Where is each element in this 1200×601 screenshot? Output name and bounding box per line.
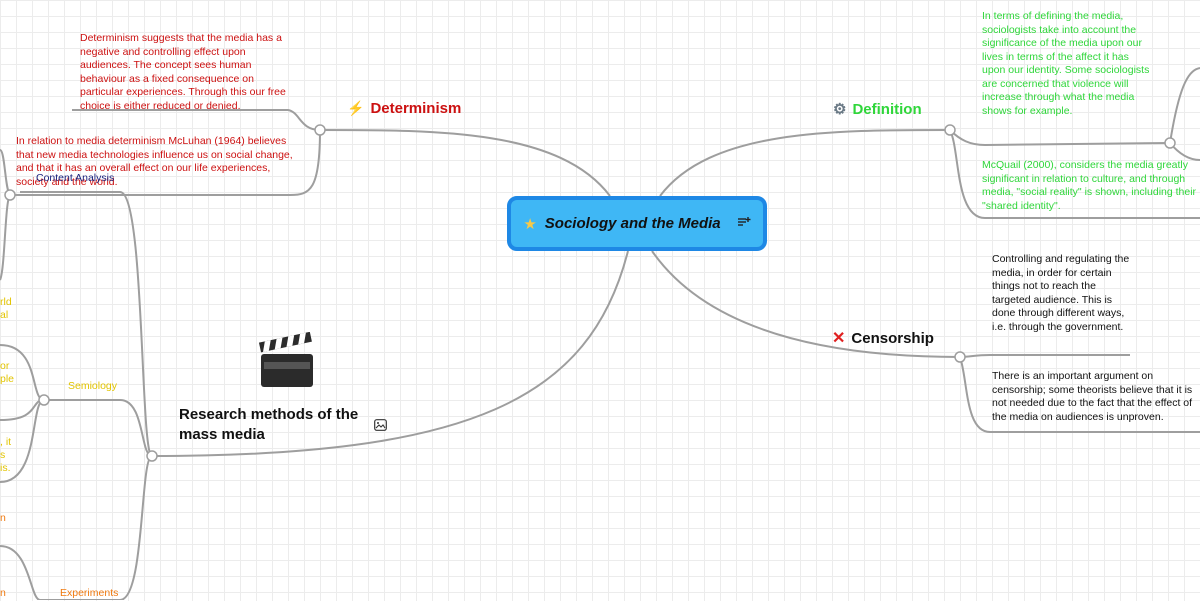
subtopic-experiments[interactable]: Experiments (60, 587, 119, 599)
cross-icon: ✕ (832, 330, 846, 347)
link-research (151, 250, 629, 457)
link-censorship (651, 250, 961, 358)
topic-research-methods[interactable]: Research methods of the mass media (179, 406, 359, 443)
censorship-note-2[interactable]: There is an important argument on censor… (992, 370, 1193, 423)
connector-dot (1164, 137, 1176, 149)
censorship-note-1[interactable]: Controlling and regulating the media, in… (992, 253, 1130, 333)
definition-note-1[interactable]: In terms of defining the media, sociolog… (982, 10, 1150, 117)
gear-icon: ⚙ (833, 101, 847, 118)
subtopic-semiology[interactable]: Semiology (68, 380, 118, 392)
image-icon[interactable] (374, 418, 387, 436)
topic-determinism[interactable]: ⚡ Determinism (347, 100, 461, 117)
central-title: Sociology and the Media (544, 215, 721, 232)
determinism-note-2[interactable]: In relation to media determinism McLuhan… (16, 135, 293, 188)
censorship-title: Censorship (851, 329, 934, 347)
definition-title: Definition (852, 100, 922, 118)
connector-dot (314, 124, 326, 136)
lightning-icon: ⚡ (347, 100, 365, 116)
topic-definition[interactable]: ⚙ Definition (833, 100, 922, 119)
fragment-text: n (0, 512, 6, 524)
connector-dot (4, 189, 16, 201)
link-determinism (319, 129, 611, 197)
fragment-text: , it (0, 436, 12, 448)
connector-dot (146, 450, 158, 462)
definition-note-2[interactable]: McQuail (2000), considers the media grea… (982, 159, 1197, 212)
connector-dot (954, 351, 966, 363)
notes-icon[interactable] (737, 215, 751, 233)
connector-dot (944, 124, 956, 136)
star-icon: ★ (523, 215, 537, 233)
topic-censorship[interactable]: ✕ Censorship (832, 328, 934, 348)
subtopic-content-analysis[interactable]: Content Analysis (36, 172, 115, 184)
determinism-title: Determinism (370, 100, 462, 117)
link-definition (659, 129, 951, 197)
clapperboard-icon (258, 331, 316, 390)
fragment-text: n (0, 587, 6, 599)
fragment-text: s (0, 449, 6, 461)
fragment-text: is. (0, 462, 11, 474)
fragment-text: rld (0, 296, 12, 308)
connector-dot (38, 394, 50, 406)
central-topic[interactable]: ★ Sociology and the Media (507, 196, 767, 251)
determinism-note-1[interactable]: Determinism suggests that the media has … (80, 32, 286, 112)
fragment-text: ple (0, 373, 15, 385)
fragment-text: al (0, 309, 9, 321)
fragment-text: or (0, 360, 10, 372)
